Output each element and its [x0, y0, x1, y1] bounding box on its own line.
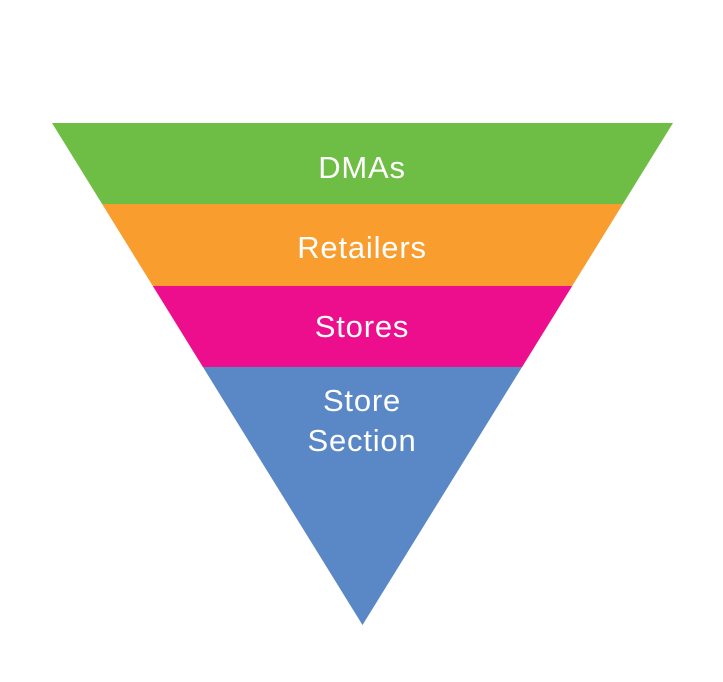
level-shape-store-section — [202, 367, 523, 625]
level-label-retailers: Retailers — [297, 230, 427, 265]
level-shape-dmas — [52, 123, 673, 204]
level-label-dmas: DMAs — [318, 150, 406, 185]
level-label-store-section: Store Section — [307, 383, 417, 458]
level-shape-retailers — [102, 204, 623, 286]
level-label-stores: Stores — [314, 309, 410, 344]
level-shape-stores — [152, 286, 573, 367]
